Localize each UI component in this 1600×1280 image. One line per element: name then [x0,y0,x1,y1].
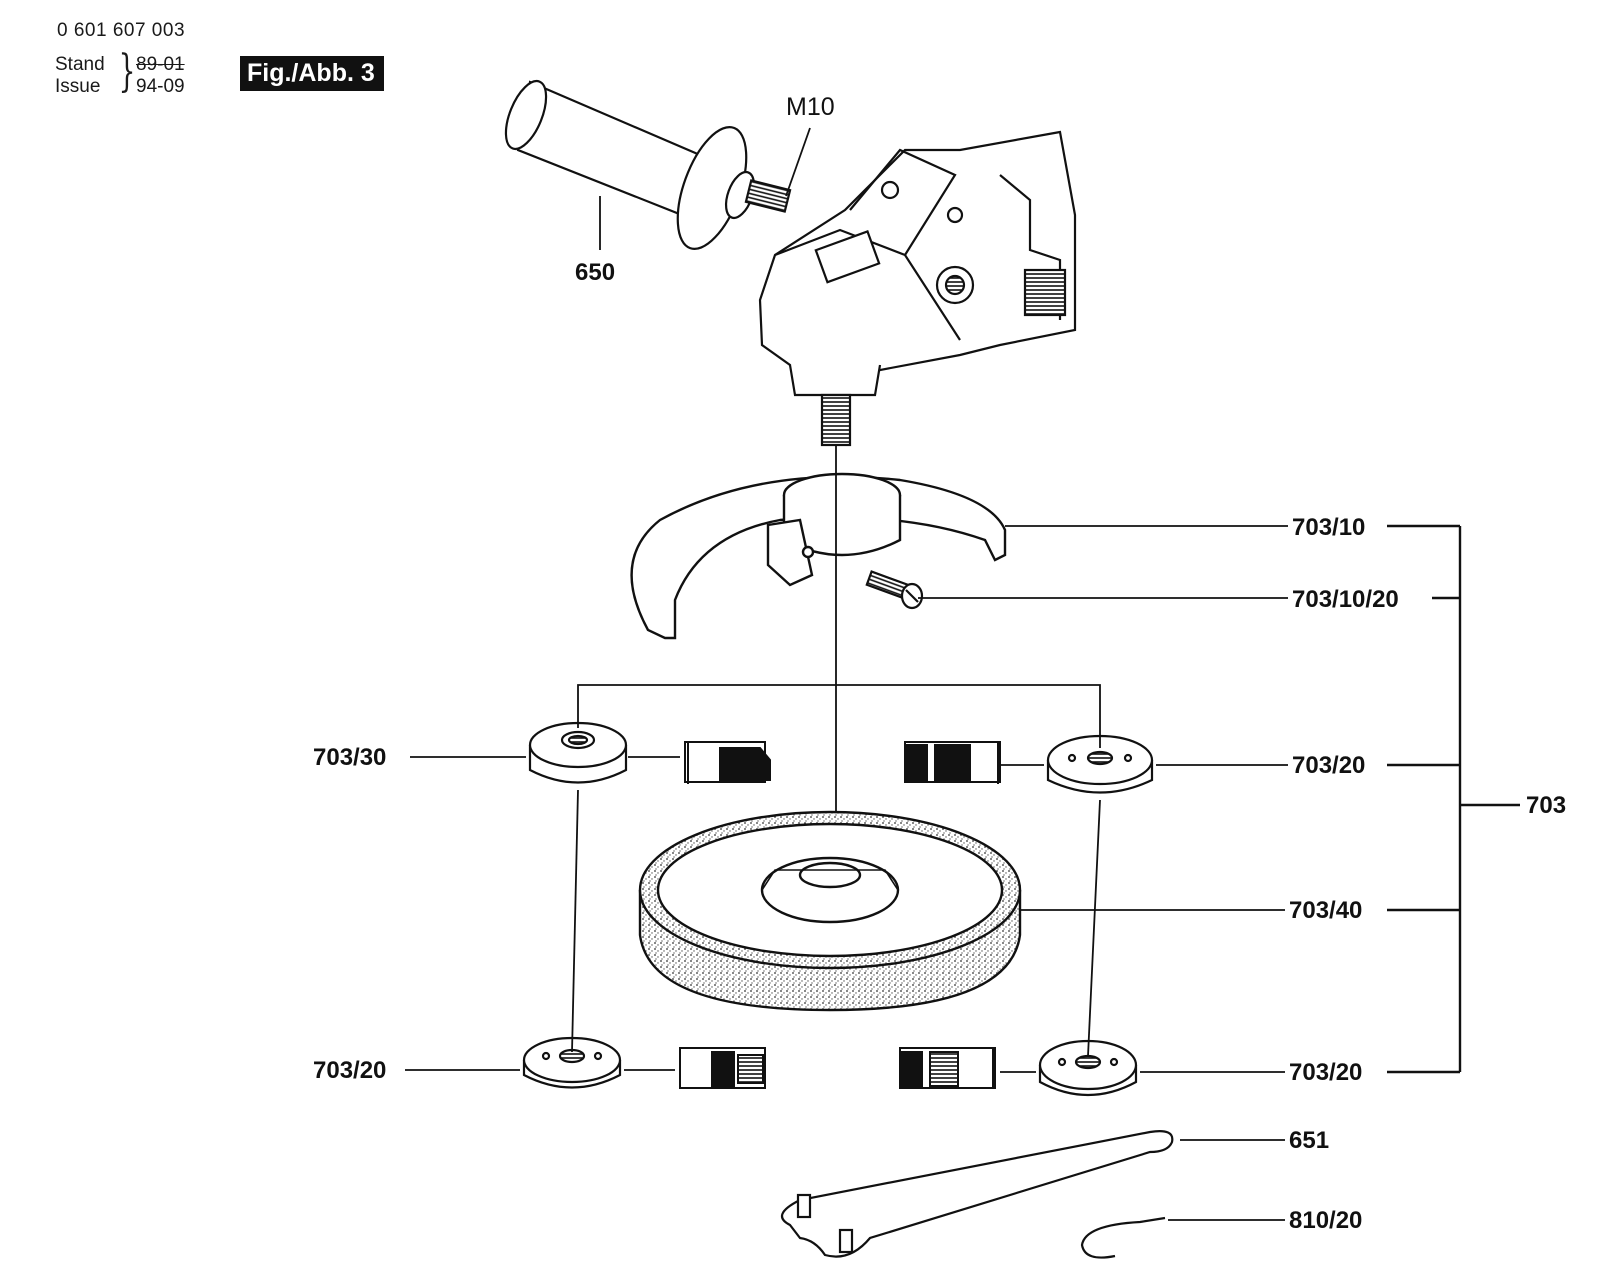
stand-date: 89-01 [136,54,185,75]
leader-lines [405,127,1288,1221]
guard-screw [865,570,924,610]
flange-right-top [1046,734,1154,794]
callout-spanner: 651 [1289,1127,1329,1154]
flange-left-top [528,721,628,784]
callout-wheel: 703/40 [1289,897,1362,924]
side-handle [504,79,792,250]
callout-handle: 650 [575,259,615,286]
brace-icon: } [118,46,136,97]
callout-guard-screw: 703/10/20 [1292,586,1399,613]
flange-section-right-bottom [899,1047,996,1089]
flange-right-bottom [1038,1039,1138,1096]
flange-section-left-top [684,741,771,784]
set-bracket [1387,524,1520,1074]
flange-section-left-bottom [679,1047,766,1089]
figure-label: Fig./Abb. 3 [240,56,384,91]
stand-label: Stand [55,54,105,75]
callout-flange-right-top: 703/20 [1292,752,1365,779]
angle-grinder-head [758,130,1077,447]
assembly-lines [571,684,1101,1057]
pin-spanner [780,1130,1174,1258]
retaining-ring [1080,1216,1166,1259]
issue-date: 94-09 [136,76,185,97]
callout-guard: 703/10 [1292,514,1365,541]
callout-flange-left-top: 703/30 [313,744,386,771]
callout-set: 703 [1526,792,1566,819]
callout-flange-left-bottom: 703/20 [313,1057,386,1084]
flange-left-bottom [522,1036,622,1089]
grinding-wheel [638,810,1022,1012]
flange-section-right-top [904,741,1001,784]
callout-retaining-ring: 810/20 [1289,1207,1362,1234]
wheel-guard [630,472,1007,640]
document-number: 0 601 607 003 [57,20,186,41]
callout-thread: M10 [786,93,835,121]
callout-flange-right-bottom: 703/20 [1289,1059,1362,1086]
issue-label: Issue [55,76,101,97]
